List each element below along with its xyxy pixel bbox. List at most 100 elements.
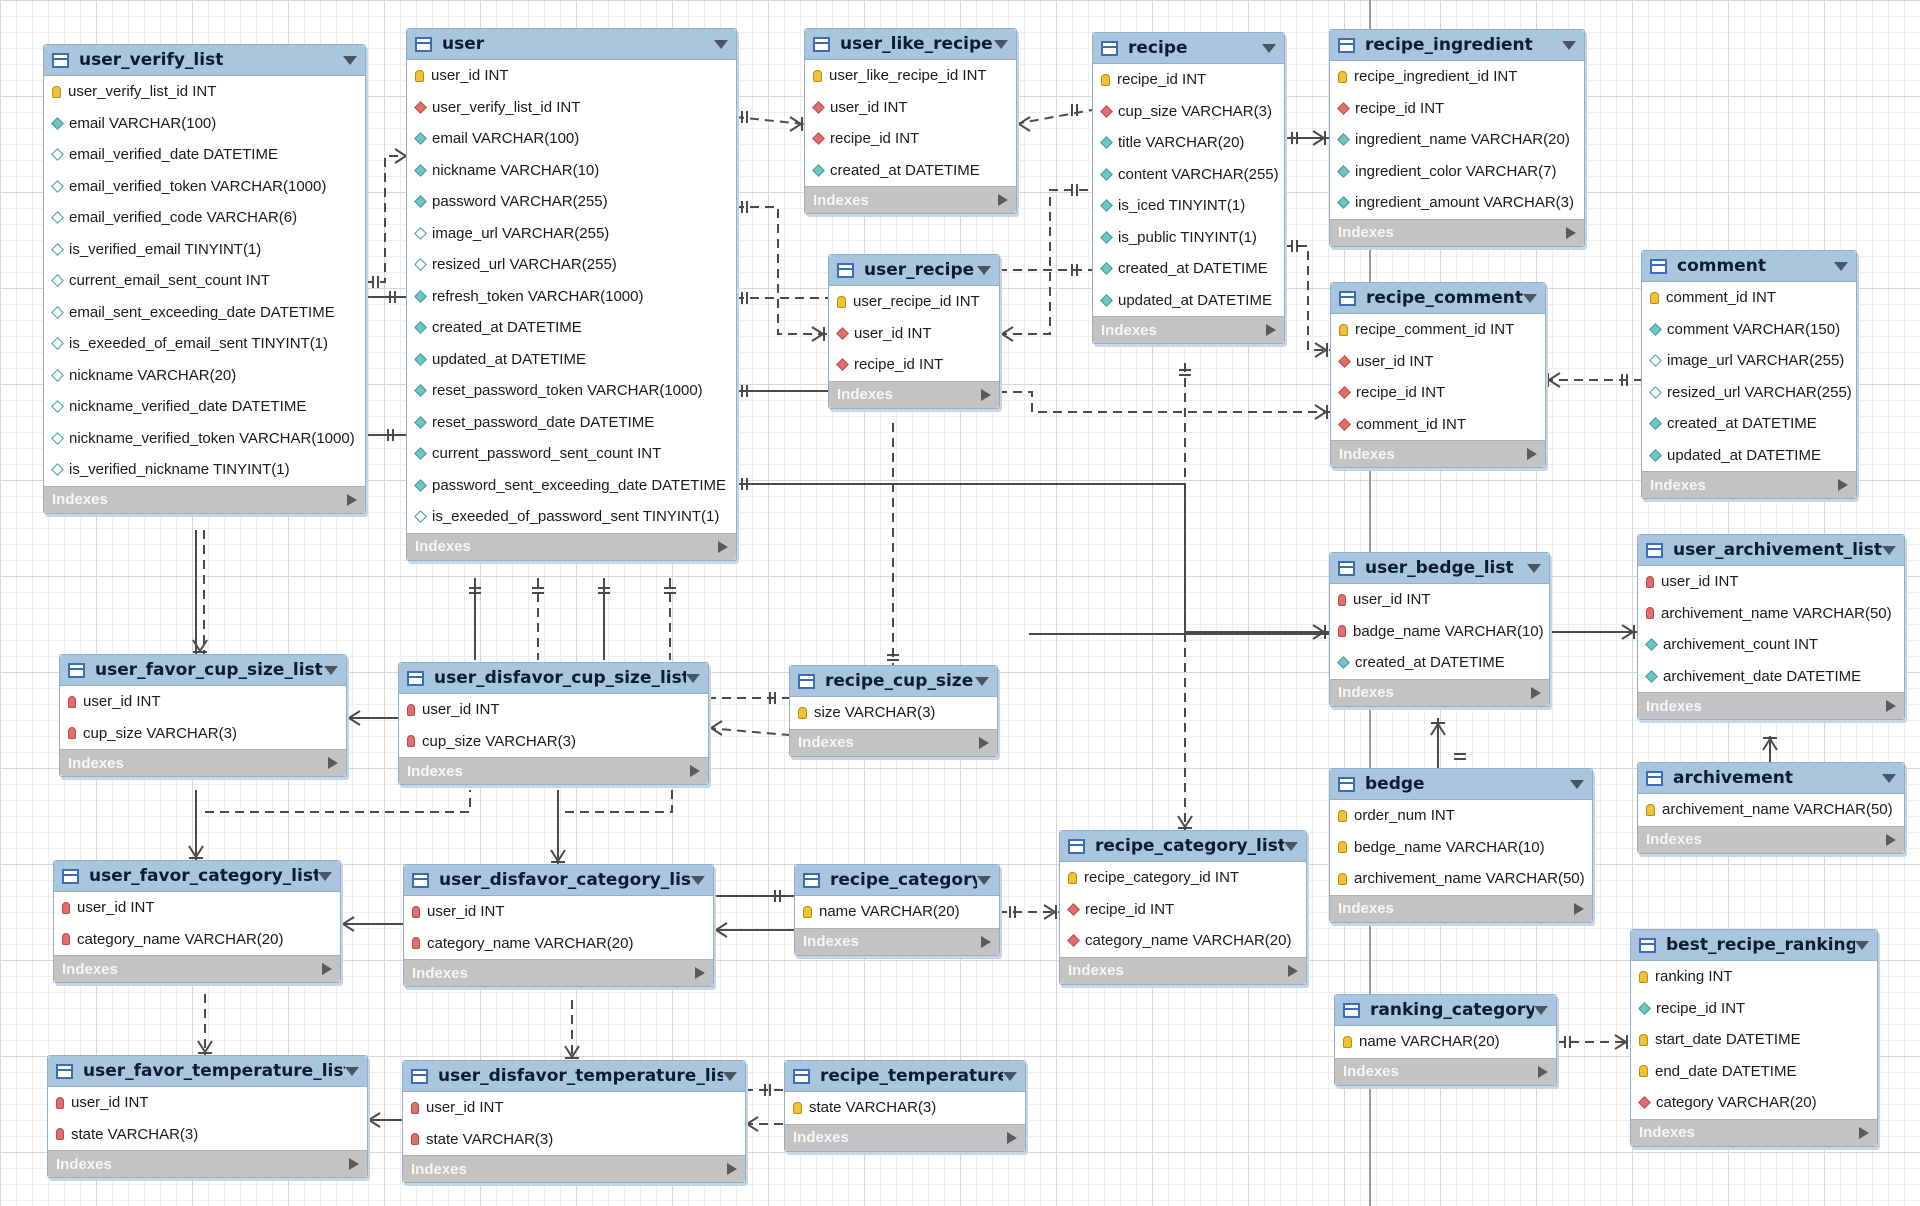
column-row[interactable]: user_id INT <box>1638 566 1904 598</box>
column-row[interactable]: archivement_name VARCHAR(50) <box>1330 863 1592 895</box>
table-header[interactable]: user_recipe <box>829 255 999 286</box>
indexes-section[interactable]: Indexes <box>407 532 736 560</box>
expand-arrow-icon[interactable] <box>690 765 700 777</box>
column-row[interactable]: created_at DATETIME <box>1642 408 1856 440</box>
table-header[interactable]: recipe_category_list <box>1060 831 1306 862</box>
table-header[interactable]: recipe_cup_size <box>790 666 997 697</box>
collapse-caret-icon[interactable] <box>1523 293 1537 303</box>
column-row[interactable]: user_id INT <box>48 1087 367 1119</box>
expand-arrow-icon[interactable] <box>347 493 357 506</box>
indexes-section[interactable]: Indexes <box>1642 471 1856 498</box>
table-header[interactable]: bedge <box>1330 769 1592 800</box>
collapse-caret-icon[interactable] <box>1527 563 1541 573</box>
indexes-section[interactable]: Indexes <box>1330 678 1549 706</box>
column-row[interactable]: email VARCHAR(100) <box>407 123 736 155</box>
column-row[interactable]: recipe_id INT <box>1631 993 1877 1025</box>
column-row[interactable]: email_verified_date DATETIME <box>44 139 365 171</box>
expand-arrow-icon[interactable] <box>1531 686 1541 699</box>
expand-arrow-icon[interactable] <box>349 1158 359 1170</box>
expand-arrow-icon[interactable] <box>1886 700 1896 712</box>
column-row[interactable]: updated_at DATETIME <box>407 344 736 376</box>
column-row[interactable]: user_like_recipe_id INT <box>805 60 1016 92</box>
column-row[interactable]: is_verified_nickname TINYINT(1) <box>44 454 365 486</box>
indexes-section[interactable]: Indexes <box>790 728 997 756</box>
column-row[interactable]: password_sent_exceeding_date DATETIME <box>407 470 736 502</box>
column-row[interactable]: bedge_name VARCHAR(10) <box>1330 832 1592 864</box>
indexes-section[interactable]: Indexes <box>403 1155 745 1182</box>
column-row[interactable]: reset_password_date DATETIME <box>407 407 736 439</box>
column-row[interactable]: created_at DATETIME <box>1330 647 1549 679</box>
column-row[interactable]: reset_password_token VARCHAR(1000) <box>407 375 736 407</box>
column-row[interactable]: cup_size VARCHAR(3) <box>1093 96 1284 128</box>
column-row[interactable]: user_id INT <box>399 694 708 726</box>
column-row[interactable]: is_exeeded_of_password_sent TINYINT(1) <box>407 501 736 533</box>
indexes-section[interactable]: Indexes <box>829 380 999 408</box>
collapse-caret-icon[interactable] <box>318 871 332 881</box>
indexes-section[interactable]: Indexes <box>60 749 346 776</box>
table-header[interactable]: user_disfavor_cup_size_list <box>399 663 708 694</box>
table-header[interactable]: user_favor_category_list <box>54 861 340 892</box>
column-row[interactable]: recipe_category_id INT <box>1060 862 1306 894</box>
table-header[interactable]: user_verify_list <box>44 45 365 76</box>
indexes-section[interactable]: Indexes <box>1631 1118 1877 1146</box>
table-header[interactable]: best_recipe_ranking <box>1631 930 1877 961</box>
expand-arrow-icon[interactable] <box>1886 833 1896 846</box>
expand-arrow-icon[interactable] <box>1288 964 1298 977</box>
column-row[interactable]: current_email_sent_count INT <box>44 265 365 297</box>
collapse-caret-icon[interactable] <box>1284 841 1298 851</box>
indexes-section[interactable]: Indexes <box>795 927 999 955</box>
column-row[interactable]: title VARCHAR(20) <box>1093 127 1284 159</box>
column-row[interactable]: user_verify_list_id INT <box>407 92 736 124</box>
column-row[interactable]: ingredient_name VARCHAR(20) <box>1330 124 1584 156</box>
indexes-section[interactable]: Indexes <box>805 186 1016 213</box>
column-row[interactable]: comment_id INT <box>1642 282 1856 314</box>
column-row[interactable]: name VARCHAR(20) <box>795 896 999 928</box>
expand-arrow-icon[interactable] <box>1527 448 1537 460</box>
column-row[interactable]: email_verified_token VARCHAR(1000) <box>44 171 365 203</box>
collapse-caret-icon[interactable] <box>1570 779 1584 789</box>
column-row[interactable]: is_public TINYINT(1) <box>1093 222 1284 254</box>
expand-arrow-icon[interactable] <box>1574 902 1584 915</box>
column-row[interactable]: user_id INT <box>1330 584 1549 616</box>
column-row[interactable]: updated_at DATETIME <box>1642 440 1856 472</box>
column-row[interactable]: recipe_id INT <box>1060 894 1306 926</box>
column-row[interactable]: archivement_date DATETIME <box>1638 661 1904 693</box>
column-row[interactable]: size VARCHAR(3) <box>790 697 997 729</box>
column-row[interactable]: image_url VARCHAR(255) <box>1642 345 1856 377</box>
expand-arrow-icon[interactable] <box>981 388 991 401</box>
column-row[interactable]: category_name VARCHAR(20) <box>404 928 713 960</box>
column-row[interactable]: cup_size VARCHAR(3) <box>399 726 708 758</box>
column-row[interactable]: content VARCHAR(255) <box>1093 159 1284 191</box>
collapse-caret-icon[interactable] <box>343 55 357 65</box>
collapse-caret-icon[interactable] <box>1262 43 1276 53</box>
column-row[interactable]: user_id INT <box>805 92 1016 124</box>
column-row[interactable]: category_name VARCHAR(20) <box>1060 925 1306 957</box>
column-row[interactable]: comment_id INT <box>1331 409 1545 441</box>
table-header[interactable]: user_like_recipe <box>805 29 1016 60</box>
column-row[interactable]: resized_url VARCHAR(255) <box>407 249 736 281</box>
column-row[interactable]: user_id INT <box>1331 346 1545 378</box>
column-row[interactable]: nickname_verified_date DATETIME <box>44 391 365 423</box>
column-row[interactable]: recipe_id INT <box>1093 64 1284 96</box>
indexes-section[interactable]: Indexes <box>1638 825 1904 853</box>
column-row[interactable]: ranking INT <box>1631 961 1877 993</box>
indexes-section[interactable]: Indexes <box>1330 894 1592 922</box>
column-row[interactable]: nickname VARCHAR(10) <box>407 155 736 187</box>
column-row[interactable]: user_id INT <box>407 60 736 92</box>
expand-arrow-icon[interactable] <box>1838 479 1848 491</box>
column-row[interactable]: created_at DATETIME <box>407 312 736 344</box>
column-row[interactable]: start_date DATETIME <box>1631 1024 1877 1056</box>
expand-arrow-icon[interactable] <box>727 1163 737 1175</box>
column-row[interactable]: recipe_comment_id INT <box>1331 314 1545 346</box>
table-header[interactable]: ranking_category <box>1335 995 1556 1026</box>
collapse-caret-icon[interactable] <box>977 875 991 885</box>
column-row[interactable]: refresh_token VARCHAR(1000) <box>407 281 736 313</box>
